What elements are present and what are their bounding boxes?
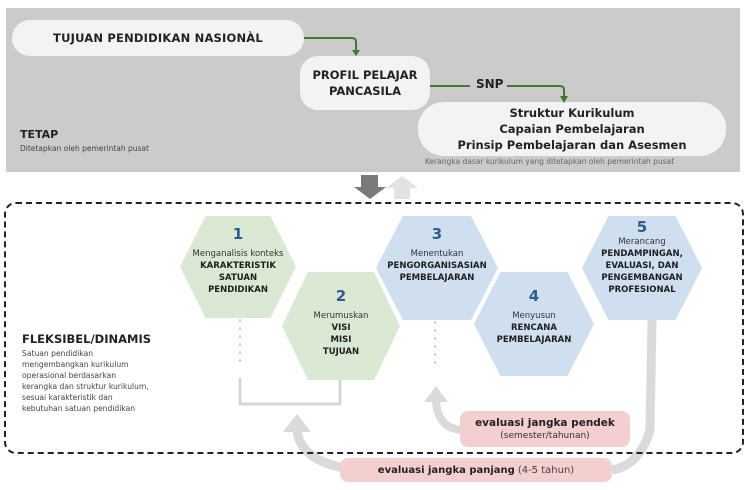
step-4-object-line2: PEMBELAJARAN xyxy=(496,335,572,345)
long-term-eval-title: evaluasi jangka panjang xyxy=(377,464,515,476)
long-term-eval-period: (4-5 tahun) xyxy=(517,464,575,476)
profil-label-line2: PANCASILA xyxy=(328,84,402,98)
short-term-evaluation-box: evaluasi jangka pendek (semester/tahunan… xyxy=(460,411,630,447)
step-5-number: 5 xyxy=(636,218,648,236)
step-5-object-line3: PENGEMBANGAN xyxy=(601,273,683,283)
step-1-number: 1 xyxy=(232,225,244,243)
step-1-object-line3: PENDIDIKAN xyxy=(208,285,268,295)
step-5-object-line1: PENDAMPINGAN, xyxy=(601,249,683,259)
step-2-object-line2: MISI xyxy=(330,335,352,345)
step-3-number: 3 xyxy=(431,225,443,243)
tujuan-label: TUJUAN PENDIDIKAN NASIONÀL xyxy=(53,31,263,45)
short-term-eval-title: evaluasi jangka pendek xyxy=(475,416,615,429)
step-3-object-line2: PEMBELAJARAN xyxy=(399,273,475,283)
step-1-hexagon: 1 Menganalisis konteks KARAKTERISTIK SAT… xyxy=(180,216,296,318)
profil-pelajar-pancasila-box: PROFIL PELAJAR PANCASILA xyxy=(300,56,430,110)
step-2-object-line1: VISI xyxy=(331,323,351,333)
step-5-verb: Merancang xyxy=(618,237,666,247)
step-3-object-line1: PENGORGANISASIAN xyxy=(387,261,487,271)
arrow-up-icon xyxy=(386,176,418,199)
step-3-hexagon: 3 Menentukan PENGORGANISASIAN PEMBELAJAR… xyxy=(376,216,498,320)
kerangka-note: Kerangka dasar kurikulum yang ditetapkan… xyxy=(425,157,675,166)
arrow-down-icon xyxy=(354,175,386,199)
step-5-object-line2: EVALUASI, DAN xyxy=(605,261,679,271)
flexible-section-border xyxy=(4,202,744,454)
step-1-object-line2: SATUAN xyxy=(218,273,258,283)
step-5-object-line4: PROFESIONAL xyxy=(608,285,676,295)
fleksibel-description: Satuan pendidikan mengembangkan kurikulu… xyxy=(22,349,149,413)
tujuan-pendidikan-nasional-box: TUJUAN PENDIDIKAN NASIONÀL xyxy=(12,20,304,56)
step-1-verb: Menganalisis konteks xyxy=(192,249,284,259)
long-term-evaluation-box: evaluasi jangka panjang (4-5 tahun) xyxy=(340,458,612,482)
kerangka-dasar-box: Struktur Kurikulum Capaian Pembelajaran … xyxy=(418,102,726,156)
snp-label: SNP xyxy=(472,77,508,91)
step-3-verb: Menentukan xyxy=(410,249,464,259)
struktur-kurikulum-label: Struktur Kurikulum xyxy=(509,106,635,120)
prinsip-pembelajaran-label: Prinsip Pembelajaran dan Asesmen xyxy=(457,138,687,152)
step-2-number: 2 xyxy=(335,287,347,305)
step-4-verb: Menyusun xyxy=(512,311,556,321)
step-2-verb: Merumuskan xyxy=(313,311,369,321)
step-4-hexagon: 4 Menyusun RENCANA PEMBELAJARAN xyxy=(474,272,594,376)
step-4-number: 4 xyxy=(528,287,540,305)
step-4-object-line1: RENCANA xyxy=(511,323,557,333)
fleksibel-title: FLEKSIBEL/DINAMIS xyxy=(22,332,152,346)
step-5-hexagon: 5 Merancang PENDAMPINGAN, EVALUASI, DAN … xyxy=(582,216,702,320)
tetap-subtitle: Ditetapkan oleh pemerintah pusat xyxy=(20,144,149,153)
step-2-object-line3: TUJUAN xyxy=(322,347,360,357)
short-term-eval-period: (semester/tahunan) xyxy=(500,430,590,441)
capaian-pembelajaran-label: Capaian Pembelajaran xyxy=(499,122,645,136)
step-1-object-line1: KARAKTERISTIK xyxy=(200,261,276,271)
tetap-title: TETAP xyxy=(20,128,59,141)
profil-label-line1: PROFIL PELAJAR xyxy=(312,68,418,82)
step-2-hexagon: 2 Merumuskan VISI MISI TUJUAN xyxy=(282,272,400,380)
